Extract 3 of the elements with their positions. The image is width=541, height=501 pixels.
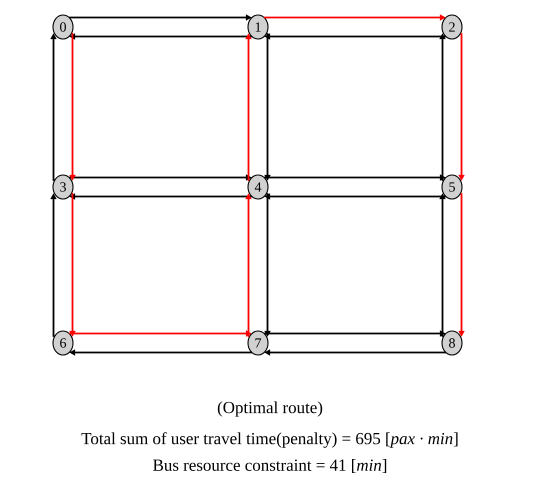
caption-text: Bus resource constraint = 41 [min]	[153, 458, 386, 473]
caption-text: (Optimal route)	[218, 401, 322, 417]
caption-text: Total sum of user travel time(penalty) = 695 [pax · min]	[82, 432, 458, 448]
